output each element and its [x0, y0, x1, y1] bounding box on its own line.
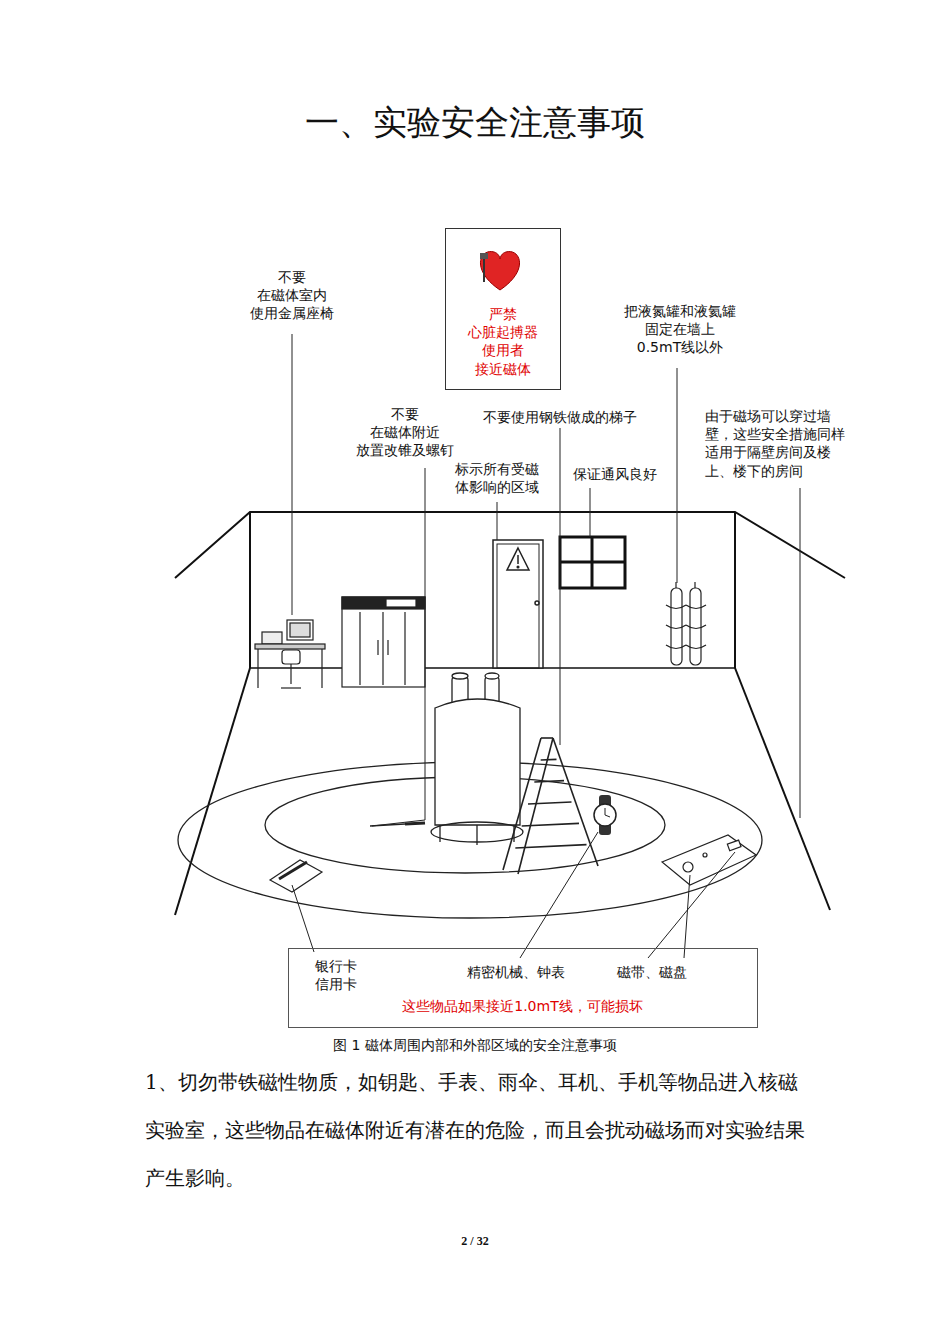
steel-ladder — [503, 738, 598, 874]
body-paragraph: 1、切勿带铁磁性物质，如钥匙、手表、雨伞、耳机、手机等物品进入核磁实验室，这些物… — [145, 1058, 817, 1202]
node-text: 严禁 心脏起搏器 使用者 接近磁体 — [446, 305, 559, 378]
warning-sign: 严禁 心脏起搏器 使用者 接近磁体 — [445, 228, 561, 390]
text-line: 使用者 — [446, 341, 559, 359]
text-line: 不要 — [232, 268, 352, 286]
note: 不要 在磁体室内 使用金属座椅 — [232, 268, 352, 323]
text-line: 在磁体室内 — [232, 286, 352, 304]
note: 把液氮罐和液氦罐 固定在墙上 0.5mT线以外 — [607, 302, 753, 357]
console-cabinet — [342, 597, 425, 687]
window — [560, 537, 625, 588]
room-walls — [175, 512, 845, 915]
tape-and-disk — [662, 835, 756, 885]
figure-caption: 图 1 磁体周围内部和外部区域的安全注意事项 — [0, 1036, 950, 1054]
text-line: 放置改锥及螺钉 — [340, 441, 470, 459]
note: 标示所有受磁体影响的区域 — [450, 460, 544, 496]
note: 不要 在磁体附近 放置改锥及螺钉 — [340, 405, 470, 460]
text-line: 不要 — [340, 405, 470, 423]
text-line: 在磁体附近 — [340, 423, 470, 441]
node-text: 这些物品如果接近1.0mT线，可能损坏 — [289, 997, 756, 1015]
text-line: 固定在墙上 — [607, 320, 753, 338]
heart-symbol — [480, 252, 520, 290]
text-line: 接近磁体 — [446, 360, 559, 378]
text-line: 严禁 — [446, 305, 559, 323]
magnet — [431, 673, 523, 845]
text-line: 使用金属座椅 — [232, 304, 352, 322]
node-text: 银行卡 信用卡 — [315, 957, 375, 993]
text-line: 银行卡 — [315, 957, 375, 975]
door — [493, 540, 543, 668]
ladder-rung — [528, 802, 572, 804]
notice-box: 银行卡 信用卡 精密机械、钟表 磁带、磁盘这些物品如果接近1.0mT线，可能损坏 — [288, 948, 758, 1028]
note: 由于磁场可以穿过墙壁，这些安全措施同样适用于隔壁房间及楼上、楼下的房间 — [705, 407, 851, 480]
ladder-rung — [534, 781, 564, 782]
ladder-rung — [522, 823, 579, 826]
page-title: 一、实验安全注意事项 — [0, 100, 950, 144]
node-text: 磁带、磁盘 — [617, 963, 687, 981]
node-text: 精密机械、钟表 — [467, 963, 565, 981]
watch — [594, 795, 616, 835]
gas-cylinders — [666, 582, 706, 665]
ladder-rung — [515, 845, 586, 848]
text-line: 心脏起搏器 — [446, 323, 559, 341]
bank-card — [270, 860, 322, 892]
note: 不要使用钢铁做成的梯子 — [460, 408, 660, 426]
page-number: 2 / 32 — [425, 1234, 525, 1250]
computer-desk — [255, 620, 325, 688]
text-line: 信用卡 — [315, 975, 375, 993]
text-line: 把液氮罐和液氦罐 — [607, 302, 753, 320]
note: 保证通风良好 — [565, 465, 665, 483]
text-line: 0.5mT线以外 — [607, 338, 753, 356]
ladder-rung — [541, 759, 557, 761]
